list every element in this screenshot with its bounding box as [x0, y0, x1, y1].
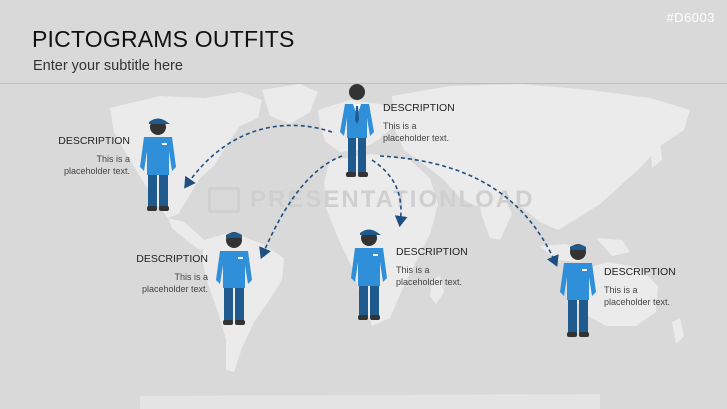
description-line2: placeholder text. — [604, 297, 671, 307]
cap-worker-pictogram — [140, 118, 176, 211]
watermark: PRESENTATIONLOAD — [208, 186, 534, 214]
suit-person-pictogram — [340, 84, 374, 177]
description-line1: This is a — [396, 265, 430, 275]
arrow-to-north-america — [184, 124, 333, 189]
description-heading: DESCRIPTION — [604, 266, 676, 278]
worker-pictogram — [216, 232, 252, 325]
description-south-america: DESCRIPTION This is a placeholder text. — [134, 253, 208, 295]
watermark-text: PRESENTATIONLOAD — [250, 186, 535, 213]
slide-subtitle: Enter your subtitle here — [33, 58, 183, 74]
description-heading: DESCRIPTION — [58, 135, 130, 147]
description-line2: placeholder text. — [141, 284, 208, 294]
cap-worker-pictogram — [351, 229, 387, 320]
description-line1: This is a — [96, 154, 130, 164]
description-line1: This is a — [604, 285, 638, 295]
description-line2: placeholder text. — [396, 277, 463, 287]
description-heading: DESCRIPTION — [383, 102, 455, 114]
worker-pictogram — [560, 244, 596, 337]
arrow-to-africa — [371, 159, 408, 228]
description-heading: DESCRIPTION — [396, 246, 468, 258]
slide-code: #D6003 — [666, 10, 715, 25]
slide-title: PICTOGRAMS OUTFITS — [32, 26, 295, 52]
description-line2: placeholder text. — [383, 133, 450, 143]
description-north-america: DESCRIPTION This is a placeholder text. — [56, 135, 130, 177]
arrow-to-south-america — [259, 155, 343, 259]
watermark-logo-icon — [208, 187, 240, 213]
description-heading: DESCRIPTION — [136, 253, 208, 265]
description-africa: DESCRIPTION This is a placeholder text. — [396, 246, 468, 288]
description-line1: This is a — [383, 121, 417, 131]
description-asia: DESCRIPTION This is a placeholder text. — [604, 266, 676, 308]
description-line1: This is a — [174, 272, 208, 282]
description-center: DESCRIPTION This is a placeholder text. — [383, 102, 455, 144]
description-line2: placeholder text. — [63, 166, 130, 176]
header-divider — [0, 83, 727, 84]
